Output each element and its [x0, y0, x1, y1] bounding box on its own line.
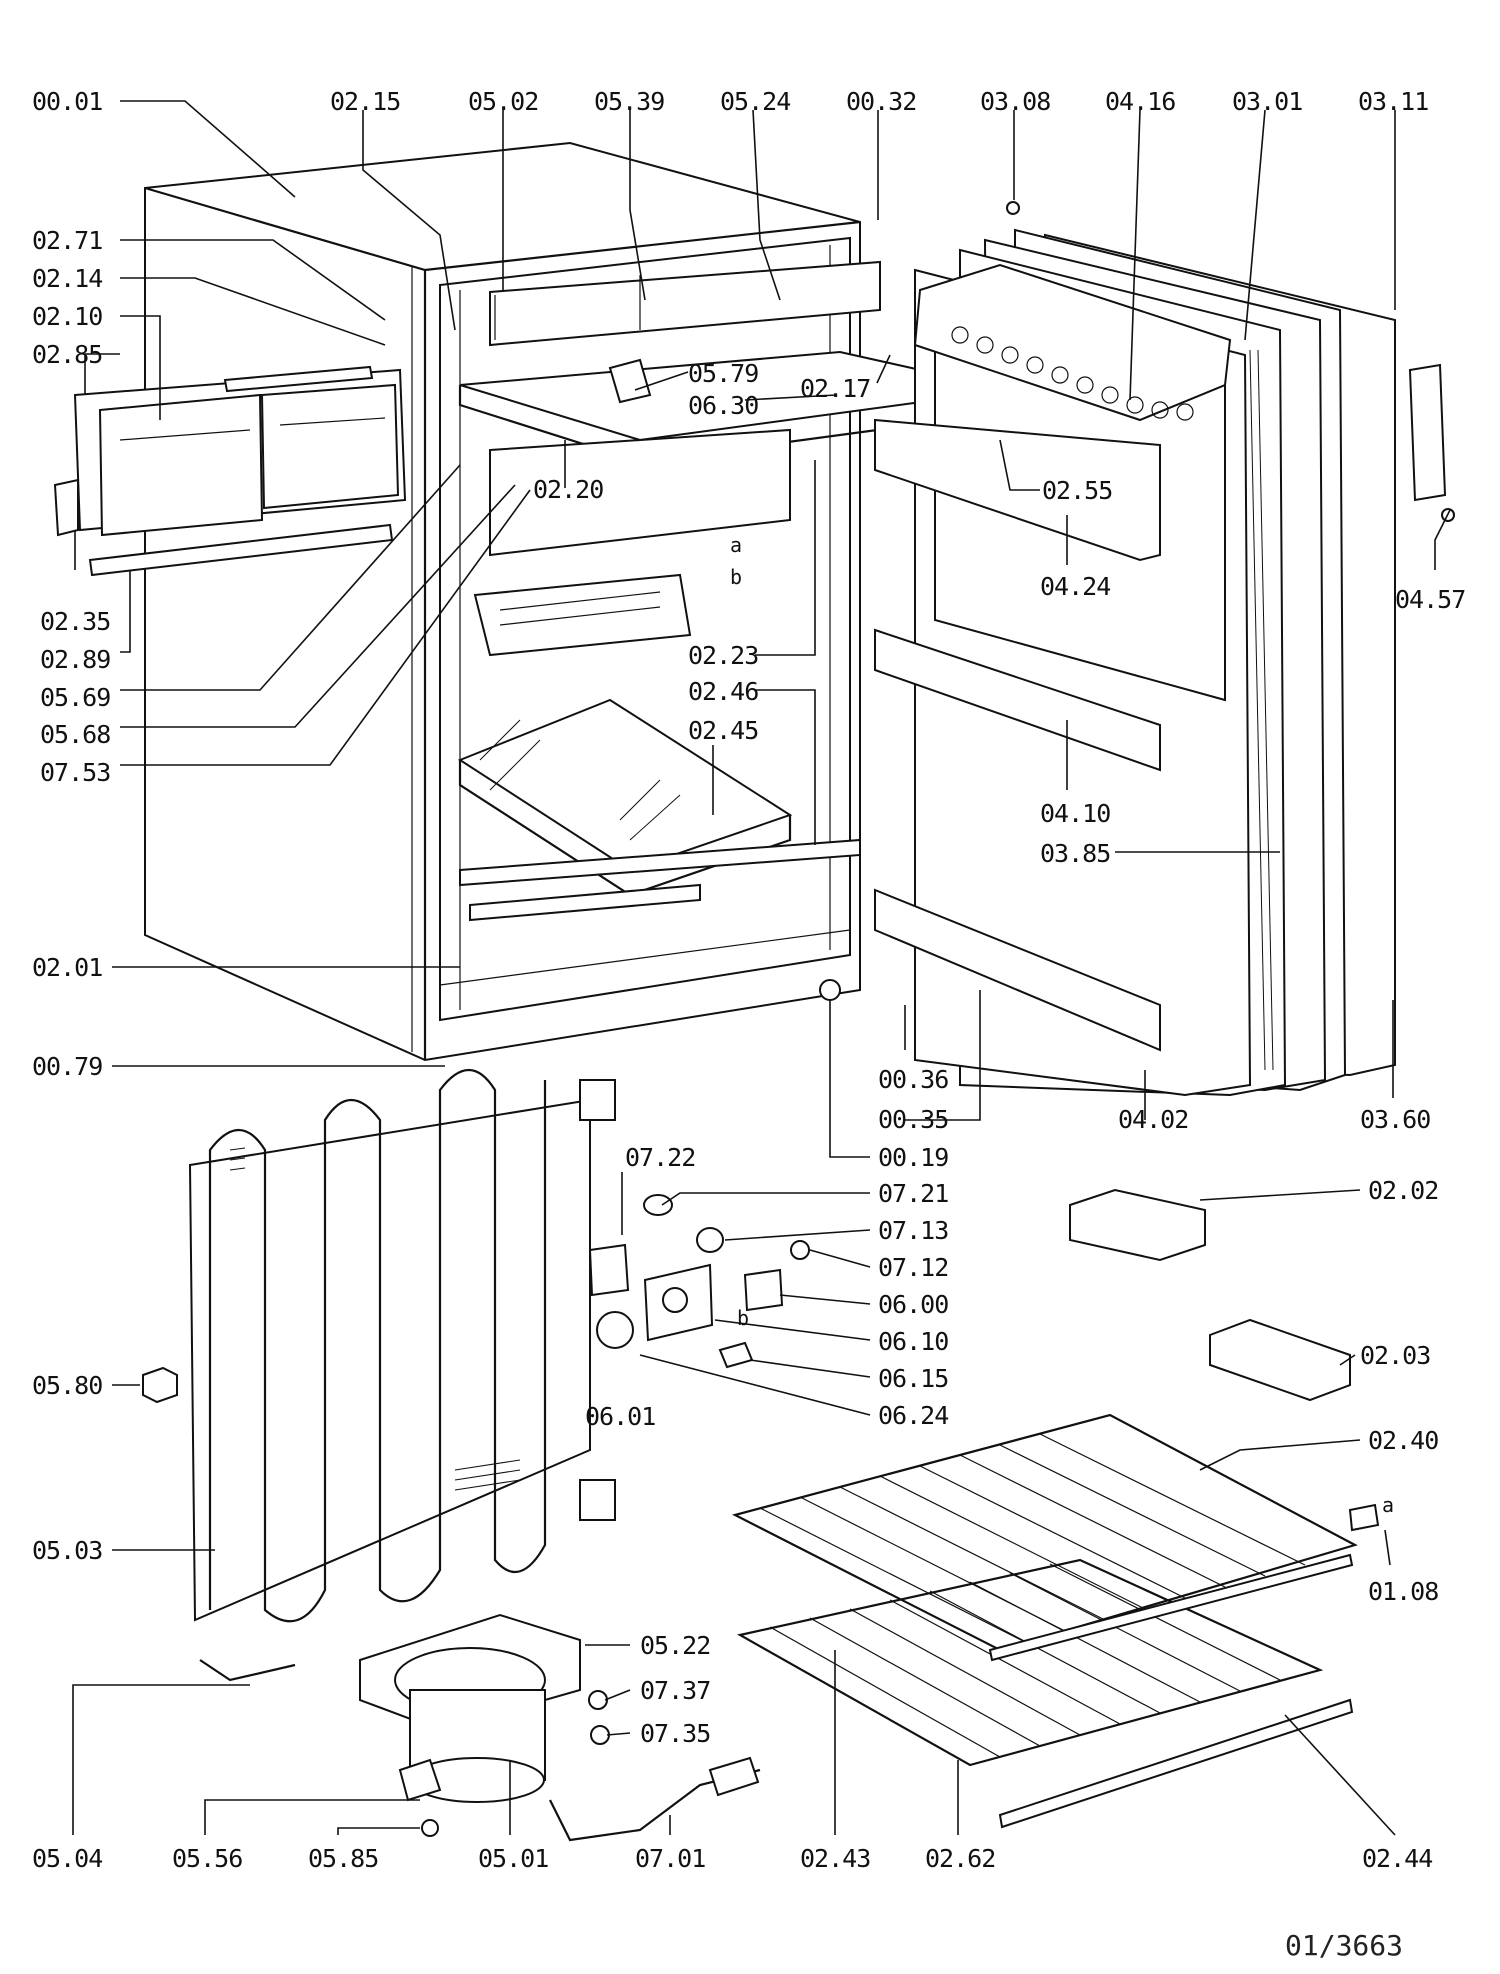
ice-cube-tray [1209, 1318, 1351, 1402]
label-00-35: 00.35 [878, 1105, 948, 1134]
label-02-55: 02.55 [1042, 476, 1112, 505]
label-04-16: 04.16 [1105, 87, 1175, 116]
label-05-02: 05.02 [468, 87, 538, 116]
label-06-24: 06.24 [878, 1401, 948, 1430]
label-05-03: 05.03 [32, 1536, 102, 1565]
label-00-79: 00.79 [32, 1052, 102, 1081]
label-05-69: 05.69 [40, 683, 110, 712]
label-07-12: 07.12 [878, 1253, 948, 1282]
leader-lines [72, 100, 1451, 1836]
mark-b-1: b [730, 565, 742, 589]
label-05-68: 05.68 [40, 720, 110, 749]
label-02-14: 02.14 [32, 264, 102, 293]
label-05-04: 05.04 [32, 1844, 102, 1873]
label-04-57: 04.57 [1395, 585, 1465, 614]
label-06-30: 06.30 [688, 391, 758, 420]
ice-box [1069, 1188, 1206, 1262]
label-05-24: 05.24 [720, 87, 790, 116]
label-07-53: 07.53 [40, 758, 110, 787]
label-03-11: 03.11 [1358, 87, 1428, 116]
label-00-32: 00.32 [846, 87, 916, 116]
label-06-00: 06.00 [878, 1290, 948, 1319]
label-02-20: 02.20 [533, 475, 603, 504]
label-00-19: 00.19 [878, 1143, 948, 1172]
hinge-pin [1348, 1503, 1380, 1532]
label-07-13: 07.13 [878, 1216, 948, 1245]
label-02-10: 02.10 [32, 302, 102, 331]
label-02-40: 02.40 [1368, 1426, 1438, 1455]
label-02-85: 02.85 [32, 340, 102, 369]
label-02-15: 02.15 [330, 87, 400, 116]
mark-b-2: b [737, 1306, 749, 1330]
label-02-46: 02.46 [688, 677, 758, 706]
label-07-35: 07.35 [640, 1719, 710, 1748]
label-01-08: 01.08 [1368, 1577, 1438, 1606]
label-02-43: 02.43 [800, 1844, 870, 1873]
condenser-coil [188, 1068, 616, 1682]
label-07-22: 07.22 [625, 1143, 695, 1172]
label-05-22: 05.22 [640, 1631, 710, 1660]
label-02-35: 02.35 [40, 607, 110, 636]
label-06-01: 06.01 [585, 1402, 655, 1431]
compressor-assembly [359, 1613, 761, 1842]
label-05-79: 05.79 [688, 359, 758, 388]
thermostat-lamp-assembly [588, 1194, 810, 1369]
label-02-23: 02.23 [688, 641, 758, 670]
label-00-01: 00.01 [32, 87, 102, 116]
label-02-01: 02.01 [32, 953, 102, 982]
egg-tray-holes [951, 326, 1194, 421]
label-00-36: 00.36 [878, 1065, 948, 1094]
label-04-10: 04.10 [1040, 799, 1110, 828]
label-03-08: 03.08 [980, 87, 1050, 116]
freezer-door-assembly [53, 365, 407, 577]
label-02-17: 02.17 [800, 374, 870, 403]
label-04-02: 04.02 [1118, 1105, 1188, 1134]
label-06-10: 06.10 [878, 1327, 948, 1356]
label-02-02: 02.02 [1368, 1176, 1438, 1205]
shelf-grid-lines [759, 1433, 1306, 1758]
label-07-01: 07.01 [635, 1844, 705, 1873]
label-02-03: 02.03 [1360, 1341, 1430, 1370]
label-03-01: 03.01 [1232, 87, 1302, 116]
label-02-62: 02.62 [925, 1844, 995, 1873]
label-02-45: 02.45 [688, 716, 758, 745]
label-04-24: 04.24 [1040, 572, 1110, 601]
label-05-80: 05.80 [32, 1371, 102, 1400]
label-02-44: 02.44 [1362, 1844, 1432, 1873]
label-05-39: 05.39 [594, 87, 664, 116]
mark-a-2: a [1382, 1493, 1394, 1517]
label-05-01: 05.01 [478, 1844, 548, 1873]
part-labels: 00.01 02.15 05.02 05.39 05.24 00.32 03.0… [32, 87, 1466, 1962]
door-assembly [874, 201, 1455, 1097]
label-03-85: 03.85 [1040, 839, 1110, 868]
label-07-37: 07.37 [640, 1676, 710, 1705]
seal-block [142, 1366, 178, 1404]
label-03-60: 03.60 [1360, 1105, 1430, 1134]
label-05-85: 05.85 [308, 1844, 378, 1873]
label-02-71: 02.71 [32, 226, 102, 255]
label-06-15: 06.15 [878, 1364, 948, 1393]
drawing-reference: 01/3663 [1285, 1929, 1403, 1962]
label-05-56: 05.56 [172, 1844, 242, 1873]
label-02-89: 02.89 [40, 645, 110, 674]
mark-a-1: a [730, 533, 742, 557]
wire-shelves [731, 1413, 1358, 1829]
label-07-21: 07.21 [878, 1179, 948, 1208]
